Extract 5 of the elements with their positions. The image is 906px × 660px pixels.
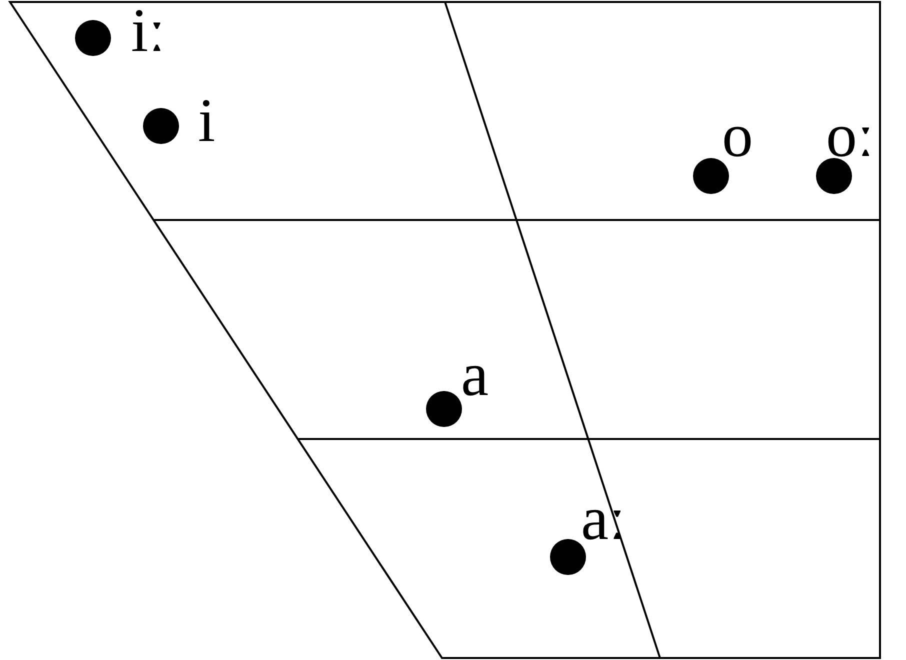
vowel-label: oː (826, 113, 874, 159)
vowel-label: i (198, 98, 216, 144)
vowel-label: o (722, 113, 753, 159)
vowel-label: iː (131, 8, 166, 54)
vowel-label: a (461, 352, 489, 398)
